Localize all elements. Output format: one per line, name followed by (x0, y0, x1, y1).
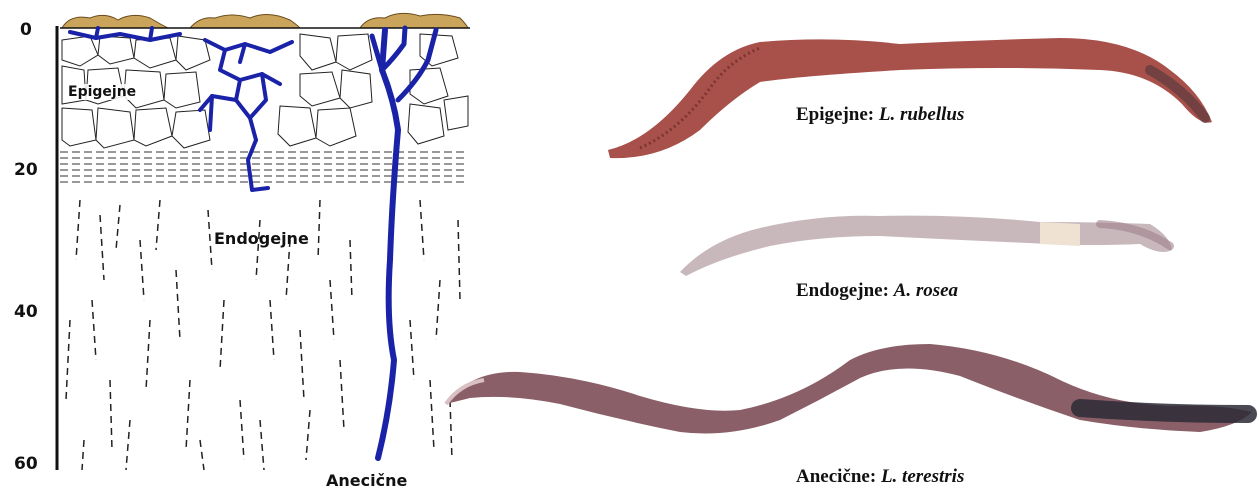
depth-tick-60: 60 (14, 454, 38, 474)
caption-epigeic: Epigejne: L. rubellus (796, 104, 964, 126)
endogeic-burrows (200, 40, 292, 190)
caption-anecic-species: L. terestris (881, 466, 964, 487)
depth-tick-0: 0 (20, 20, 32, 40)
subsoil-boundary (60, 152, 468, 182)
zone-label-endogeic: Endogejne (214, 229, 309, 248)
litter-layer (62, 13, 468, 28)
caption-anecic-group: Anecične: (796, 466, 876, 487)
epigeic-burrows (70, 28, 180, 40)
caption-anecic: Anecične: L. terestris (796, 466, 964, 488)
zone-label-epigeic: Epigejne (68, 84, 136, 100)
caption-epigeic-species: L. rubellus (879, 104, 965, 125)
caption-endogeic: Endogejne: A. rosea (796, 280, 958, 302)
zone-label-anecic: Anecične (326, 471, 407, 490)
depth-tick-20: 20 (14, 160, 38, 180)
anecic-burrow (372, 28, 436, 458)
caption-endogeic-species: A. rosea (894, 280, 958, 301)
worm-anecic-image (446, 344, 1252, 434)
worm-endogeic-image (680, 216, 1172, 276)
worm-epigeic-image (608, 38, 1212, 158)
depth-tick-40: 40 (14, 302, 38, 322)
caption-endogeic-group: Endogejne: (796, 280, 889, 301)
caption-epigeic-group: Epigejne: (796, 104, 874, 125)
